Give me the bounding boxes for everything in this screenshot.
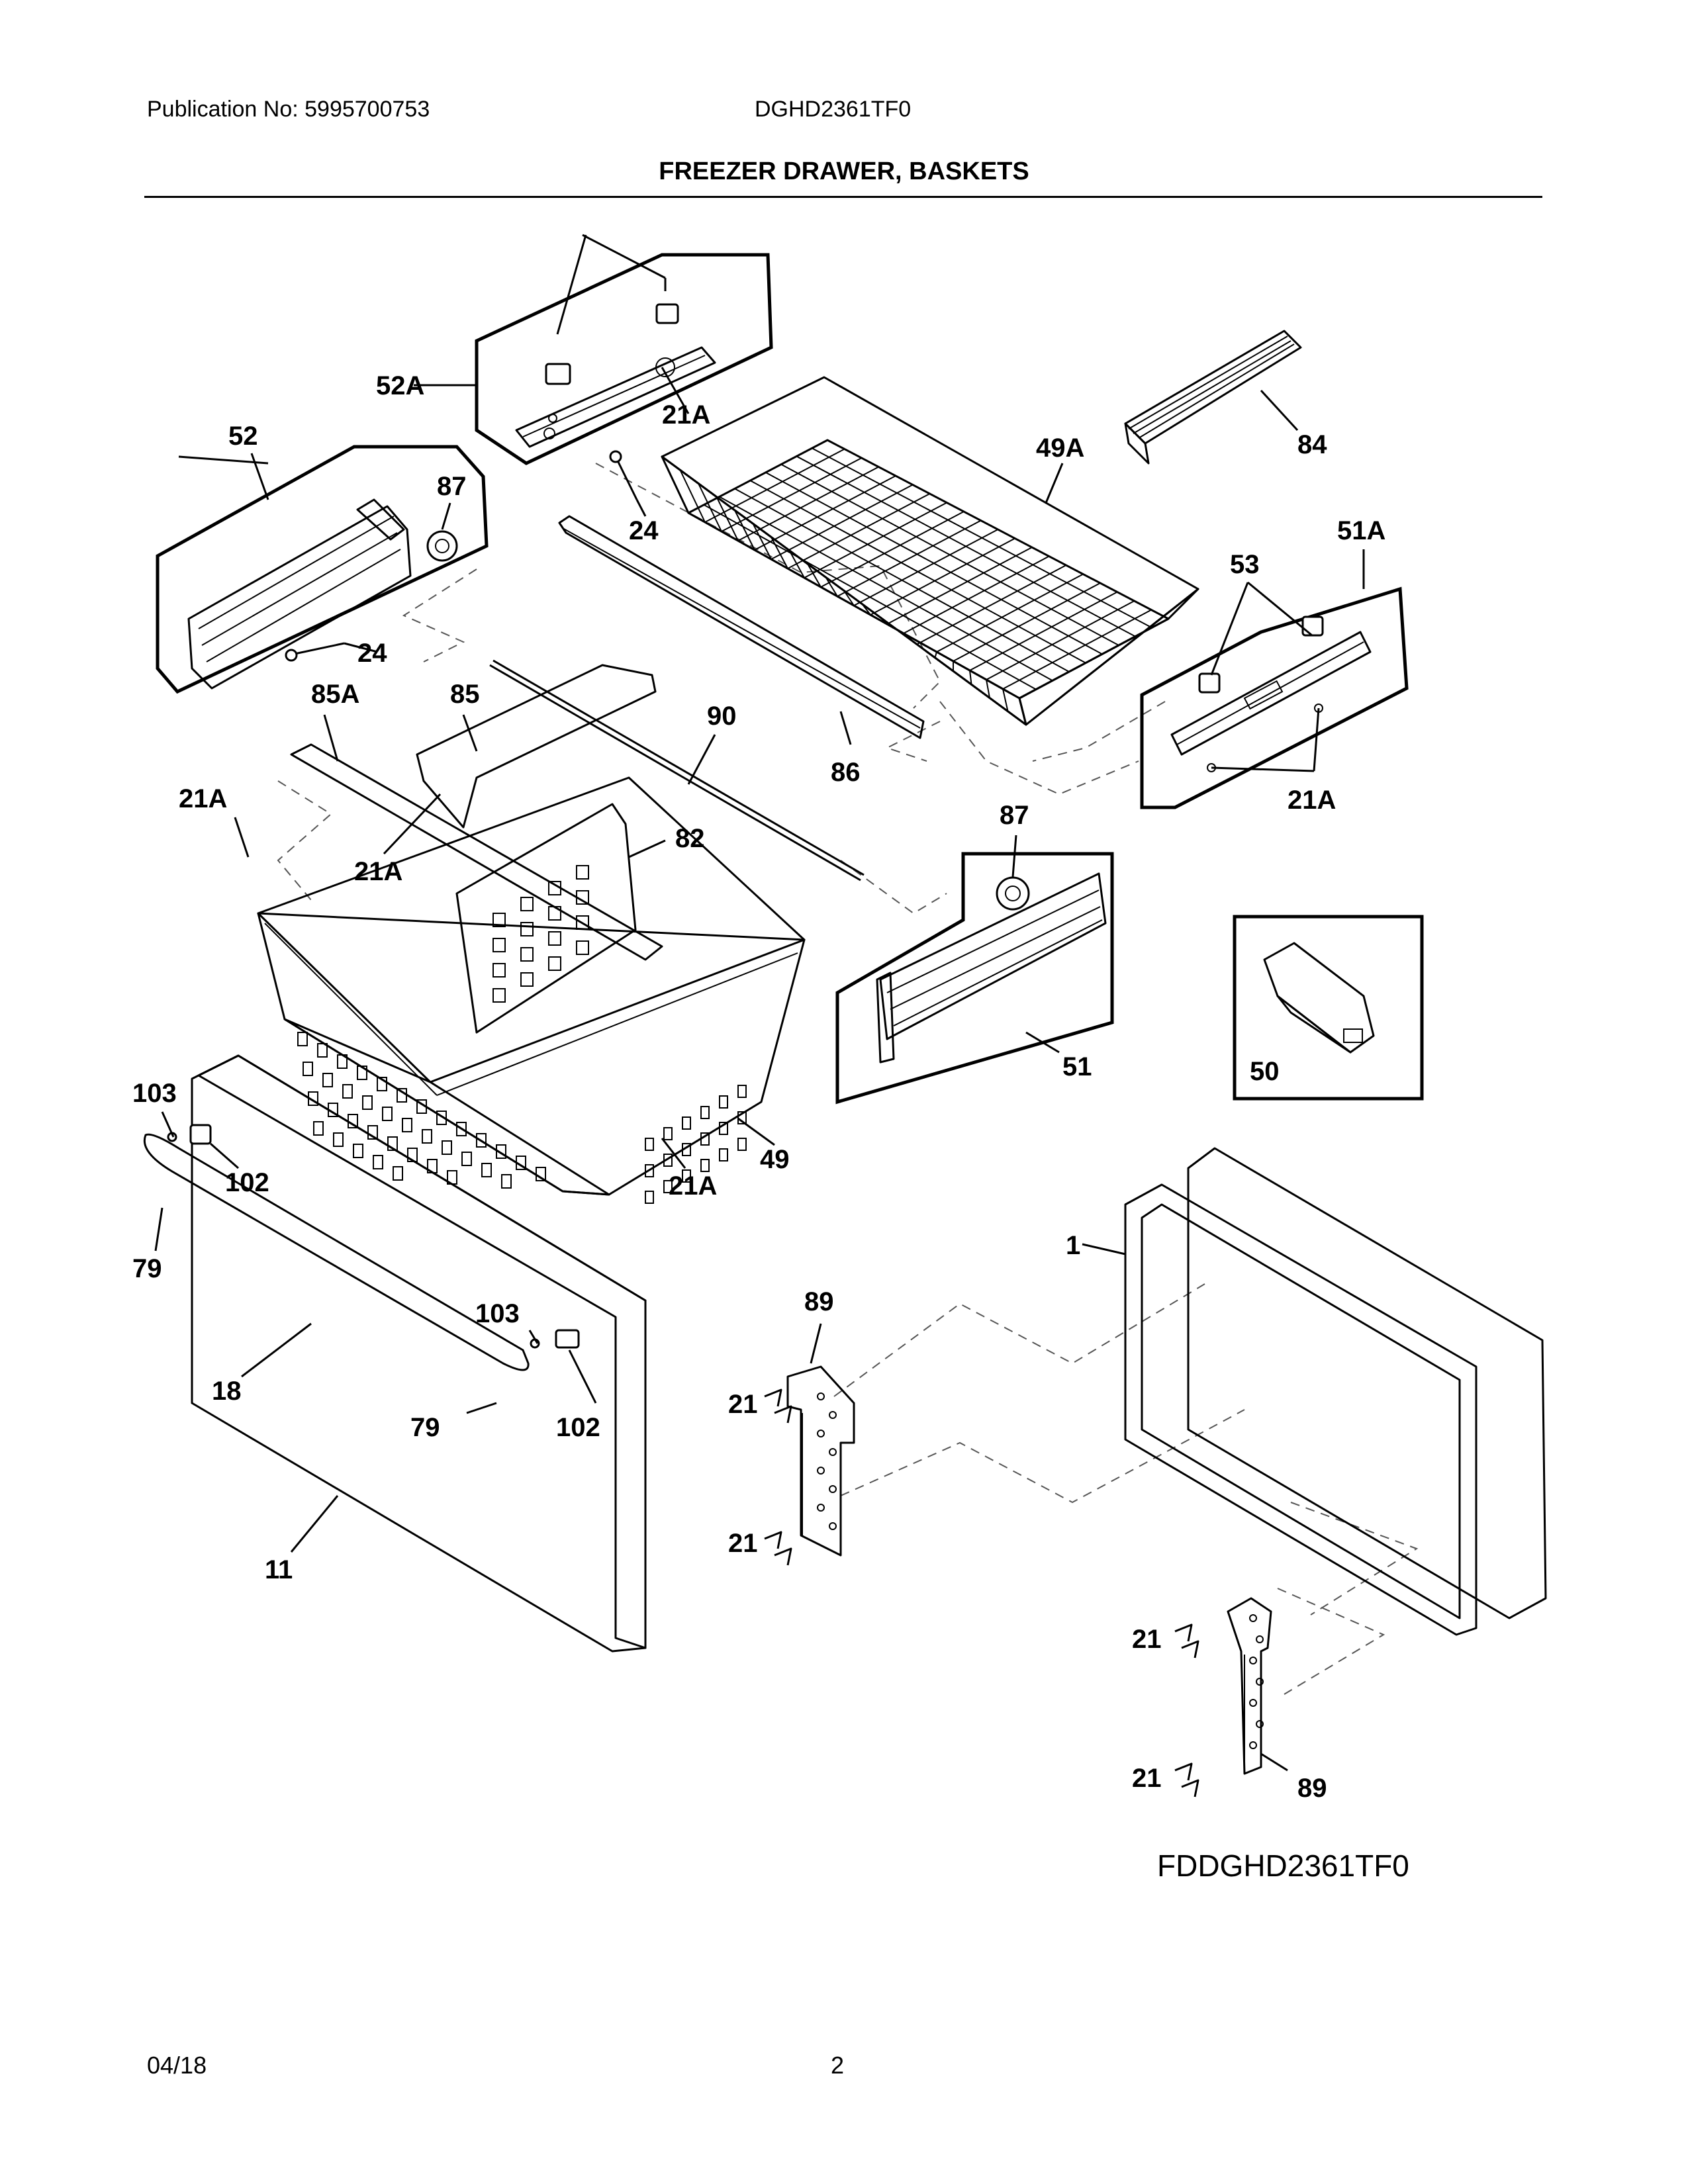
callout-21-d: 21 xyxy=(1132,1764,1162,1793)
callout-85A: 85A xyxy=(311,680,359,709)
screws-21 xyxy=(764,1388,1199,1797)
callout-21-a: 21 xyxy=(728,1390,758,1419)
callout-53: 53 xyxy=(1230,550,1260,579)
callout-labels: 52A 21A 52 87 24 49A 84 51A 53 24 85A 85… xyxy=(132,371,1385,1803)
detail-box-52A xyxy=(475,234,773,465)
hinge-bracket-89-lower xyxy=(1227,1597,1272,1775)
callout-87-right: 87 xyxy=(1000,801,1029,830)
rail-86 xyxy=(558,515,925,739)
hinge-bracket-89-upper xyxy=(786,1365,855,1557)
rod-90 xyxy=(489,659,865,882)
detail-box-52 xyxy=(156,445,489,694)
callout-82: 82 xyxy=(675,824,705,853)
callout-89-bottom: 89 xyxy=(1297,1774,1327,1803)
callout-leaders xyxy=(154,384,1365,1772)
screw-24-upper xyxy=(609,450,638,500)
callout-21-c: 21 xyxy=(1132,1625,1162,1654)
callout-79-left: 79 xyxy=(132,1254,162,1283)
wire-basket-49A xyxy=(661,376,1199,726)
divider-84 xyxy=(1124,330,1302,465)
title-rule xyxy=(144,196,1542,198)
callout-79-bottom: 79 xyxy=(410,1413,440,1442)
publication-number: Publication No: 5995700753 xyxy=(147,97,430,122)
callout-52: 52 xyxy=(228,422,258,451)
callout-90: 90 xyxy=(707,702,737,731)
callout-21A-left: 21A xyxy=(179,784,227,813)
callout-51: 51 xyxy=(1062,1052,1092,1081)
footer-date: 04/18 xyxy=(147,2052,207,2079)
callout-52A: 52A xyxy=(376,371,424,400)
callout-50: 50 xyxy=(1250,1057,1280,1086)
callout-11: 11 xyxy=(265,1555,293,1584)
model-number: DGHD2361TF0 xyxy=(755,97,912,122)
detail-box-51 xyxy=(835,852,1114,1105)
callout-85: 85 xyxy=(450,680,480,709)
callout-21A-mid: 21A xyxy=(354,857,402,886)
callout-103-bottom: 103 xyxy=(475,1299,520,1328)
callout-21A-right: 21A xyxy=(1288,786,1336,815)
callout-1: 1 xyxy=(1066,1231,1080,1260)
callout-49: 49 xyxy=(760,1145,790,1174)
callout-87-left: 87 xyxy=(437,472,467,501)
callout-21A-top: 21A xyxy=(662,400,710,430)
callout-84: 84 xyxy=(1297,430,1327,459)
freezer-basket-49 xyxy=(257,743,806,1204)
footer-page-number: 2 xyxy=(831,2052,845,2079)
callout-18: 18 xyxy=(212,1377,242,1406)
divider-85 xyxy=(416,664,657,829)
callout-89-top: 89 xyxy=(804,1287,834,1316)
page-title: FREEZER DRAWER, BASKETS xyxy=(659,158,1029,185)
callout-24-b: 24 xyxy=(357,639,387,668)
callout-49A: 49A xyxy=(1036,433,1084,463)
door-liner-and-gasket-1 xyxy=(1124,1147,1547,1636)
callout-21-b: 21 xyxy=(728,1529,758,1558)
callout-86: 86 xyxy=(831,758,861,787)
divider-82 xyxy=(455,803,637,1034)
callout-51A: 51A xyxy=(1337,516,1385,545)
detail-box-50 xyxy=(1233,915,1424,1101)
screw-24-lower xyxy=(285,642,345,662)
detail-box-51A xyxy=(1140,586,1409,809)
door-11 xyxy=(144,1054,647,1653)
callout-103-top: 103 xyxy=(132,1079,177,1108)
callout-102-top: 102 xyxy=(225,1168,269,1197)
diagram-code: FDDGHD2361TF0 xyxy=(1157,1848,1409,1883)
callout-21A-bottom: 21A xyxy=(669,1171,717,1201)
callout-24-a: 24 xyxy=(629,516,659,545)
callout-102-bottom: 102 xyxy=(556,1413,600,1442)
